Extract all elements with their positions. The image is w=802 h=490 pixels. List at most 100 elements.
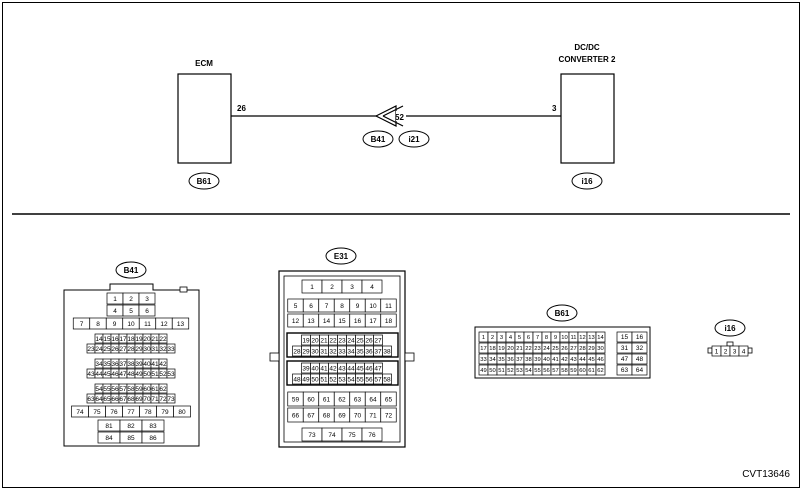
pin-number: 65 (385, 396, 393, 403)
pin-cell: 60 (142, 383, 152, 394)
pin-cell: 61 (150, 383, 160, 394)
pin-number: 1 (113, 296, 117, 303)
pin-cell: 28 (577, 342, 588, 354)
pin-cell: 46 (110, 368, 120, 379)
pin-number: 5 (518, 335, 521, 341)
diagram-code: CVT13646 (742, 469, 790, 480)
pin-cell: 14 (94, 333, 104, 344)
pin-cell: 68 (318, 407, 335, 423)
pin-cell: 38 (523, 353, 534, 365)
pin-number: 38 (525, 357, 531, 363)
pin-number: 40 (311, 365, 319, 372)
pin-cell: 22 (523, 342, 534, 354)
pin-number: 2 (129, 296, 133, 303)
joint-connector-tag-a (362, 130, 394, 148)
pin-cell: 32 (631, 342, 648, 354)
pin-number: 31 (621, 345, 629, 352)
pin-cell: 34 (346, 345, 356, 357)
pin-cell: 37 (373, 345, 383, 357)
pin-cell: 26 (364, 334, 374, 346)
pin-number: 29 (135, 346, 143, 353)
pin-cell: 12 (287, 313, 304, 328)
pin-cell: 38 (382, 345, 392, 357)
pin-cell: 12 (577, 331, 588, 343)
pin-cell: 10 (559, 331, 570, 343)
pin-cell: 78 (139, 405, 157, 418)
pin-cell: 83 (141, 419, 165, 432)
pin-number: 63 (87, 396, 95, 403)
pin-number: 44 (347, 365, 355, 372)
pin-number: 8 (545, 335, 548, 341)
wiring-section: ECM 26 B61 DC/DC CONVERTER 2 3 i16 52 B4… (177, 43, 616, 190)
pin-cell: 40 (541, 353, 552, 365)
pin-number: 23 (87, 346, 95, 353)
pin-cell: 31 (319, 345, 329, 357)
pin-cell: 38 (126, 358, 136, 369)
pin-number: 34 (347, 348, 355, 355)
pin-cell: 58 (382, 373, 392, 385)
pin-number: 22 (525, 346, 531, 352)
pin-number: 66 (111, 396, 119, 403)
pin-number: 1 (310, 284, 314, 291)
pin-cell: 3 (729, 345, 740, 357)
connector-b41-tag (115, 261, 147, 279)
pin-cell: 24 (94, 343, 104, 354)
pin-number: 47 (119, 371, 127, 378)
pin-cell: 19 (301, 334, 311, 346)
pin-number: 14 (95, 336, 103, 343)
pin-number: 30 (597, 346, 603, 352)
pin-cell: 21 (150, 333, 160, 344)
pin-number: 49 (302, 376, 310, 383)
connector-e31-right-tab (404, 352, 415, 362)
pin-number: 47 (374, 365, 382, 372)
pin-number: 85 (127, 435, 135, 442)
pin-number: 59 (570, 368, 576, 374)
pin-cell: 18 (126, 333, 136, 344)
pin-number: 33 (167, 346, 175, 353)
pin-cell: 45 (102, 368, 112, 379)
pin-cell: 57 (118, 383, 128, 394)
pin-cell: 17 (478, 342, 489, 354)
pin-cell: 74 (321, 427, 343, 442)
pin-number: 3 (145, 296, 149, 303)
pin-cell: 23 (337, 334, 347, 346)
pin-cell: 30 (142, 343, 152, 354)
pin-number: 14 (597, 335, 604, 341)
pin-number: 84 (105, 435, 113, 442)
ecm-pin-label: 26 (237, 104, 246, 113)
pin-number: 64 (369, 396, 377, 403)
pin-number: 51 (320, 376, 328, 383)
pin-cell: 31 (150, 343, 160, 354)
pin-cell: 26 (559, 342, 570, 354)
pin-number: 42 (561, 357, 567, 363)
pin-cell: 55 (355, 373, 365, 385)
pin-number: 77 (127, 409, 135, 416)
pin-number: 32 (329, 348, 337, 355)
pin-cell: 36 (505, 353, 516, 365)
pin-number: 67 (119, 396, 127, 403)
pin-cell: 58 (559, 364, 570, 376)
pin-cell: 77 (122, 405, 140, 418)
pin-cell: 86 (141, 431, 165, 444)
pin-number: 19 (498, 346, 504, 352)
pin-number: 54 (95, 386, 103, 393)
pin-number: 56 (365, 376, 373, 383)
pin-number: 18 (385, 318, 393, 325)
pin-cell: 70 (142, 393, 152, 404)
ecm-connector-label: B61 (197, 177, 212, 186)
pin-cell: 59 (134, 383, 144, 394)
ecm-label: ECM (195, 59, 213, 68)
pin-cell: 21 (319, 334, 329, 346)
pin-cell: 63 (86, 393, 96, 404)
pin-number: 70 (354, 412, 362, 419)
pin-number: 58 (561, 368, 567, 374)
pin-number: 80 (178, 409, 186, 416)
pin-number: 54 (525, 368, 532, 374)
pin-cell: 75 (341, 427, 363, 442)
pin-cell: 51 (496, 364, 507, 376)
pin-cell: 12 (155, 317, 173, 330)
pin-cell: 36 (364, 345, 374, 357)
pin-cell: 51 (150, 368, 160, 379)
